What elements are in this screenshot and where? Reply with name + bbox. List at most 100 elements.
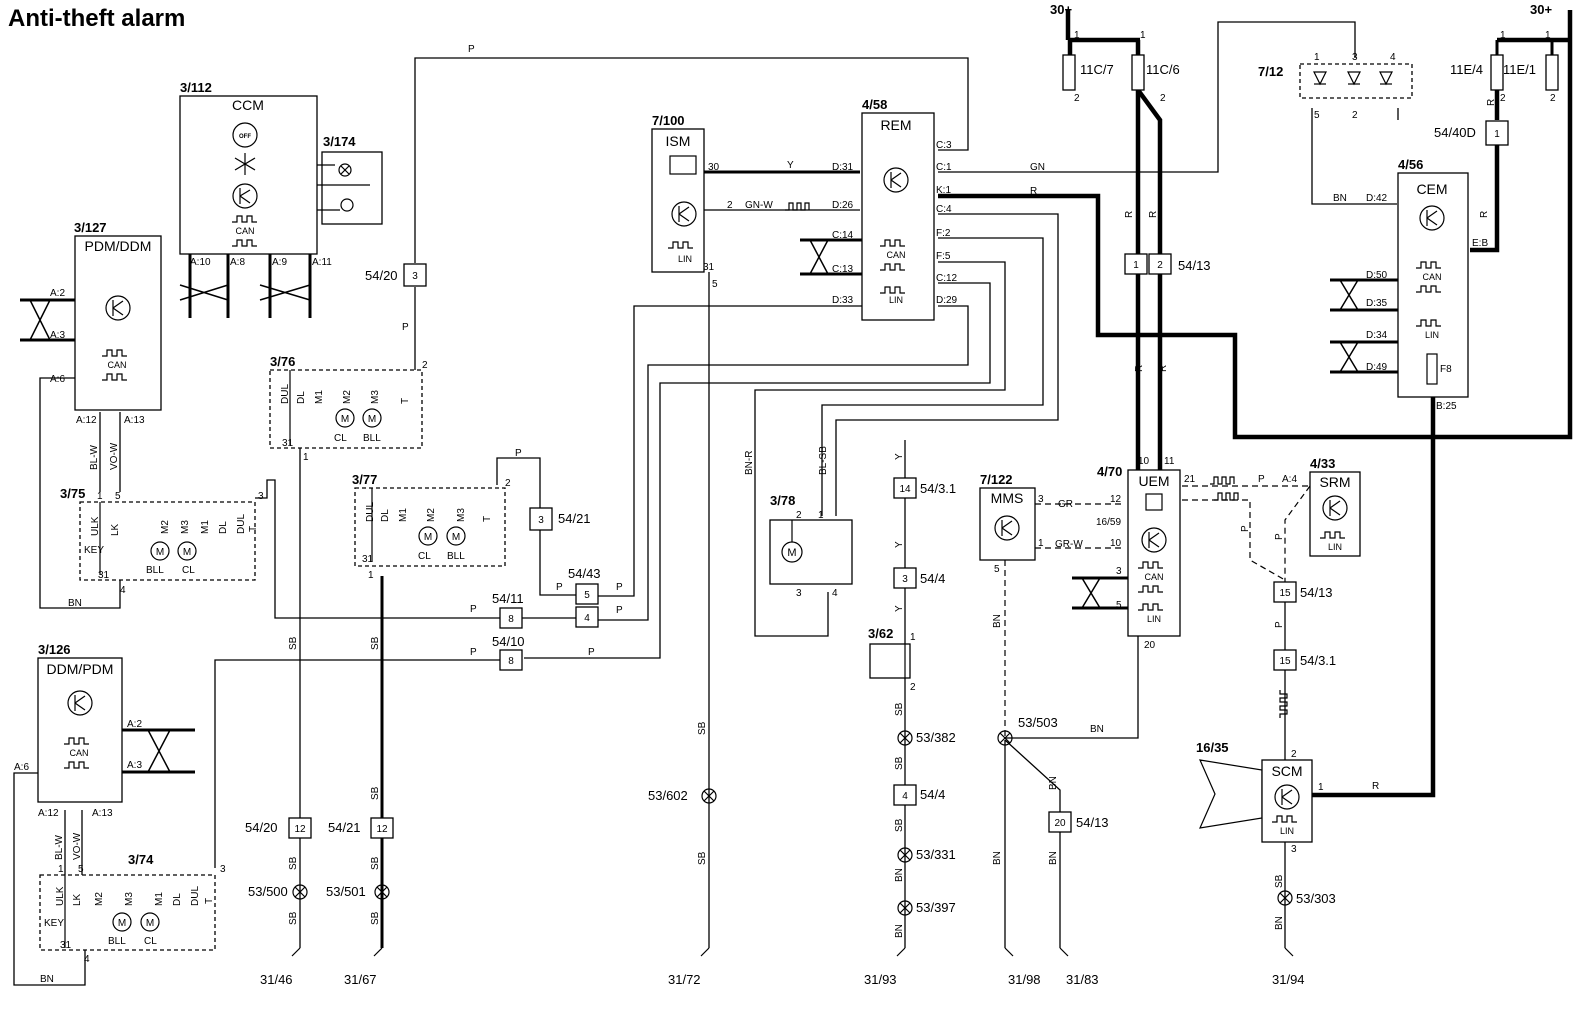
wire-label: SB	[288, 636, 299, 650]
wire-label: R	[1030, 186, 1037, 197]
pin: C:13	[832, 264, 854, 275]
pin: A:8	[230, 257, 245, 268]
wire-label: P	[468, 44, 475, 55]
pin: 11	[1164, 456, 1175, 467]
pin: 1	[97, 491, 103, 502]
pin: F:5	[936, 251, 951, 262]
rem-can-label: CAN	[886, 250, 905, 260]
label: M3	[370, 390, 381, 404]
motor-icon	[418, 526, 438, 546]
fuse-label: 11C/6	[1146, 62, 1180, 77]
splice-label: 53/397	[916, 900, 956, 915]
ground-label: 31/46	[260, 972, 293, 987]
svg-text:M: M	[118, 918, 126, 929]
ground-icon	[700, 947, 710, 957]
siren-icon	[1199, 759, 1263, 829]
label: M2	[342, 390, 353, 404]
wire-label: Y	[894, 541, 905, 548]
pin: 5	[1314, 110, 1320, 121]
lock-unit-3-76: 3/76 DUL DL M1 M2 M3 T M M CL BLL 2 31 1	[269, 354, 428, 463]
wire-label: BL-W	[54, 834, 65, 860]
pin: 31	[60, 940, 72, 951]
label: DL	[380, 509, 391, 522]
wire-label: SB	[894, 702, 905, 716]
pin: 3	[258, 491, 264, 502]
c378-id: 3/78	[770, 493, 795, 508]
fuse-label: 11E/1	[1503, 62, 1536, 77]
fuse-label: 11C/7	[1080, 62, 1114, 77]
connector-label: 54/43	[568, 566, 601, 581]
pin: D:33	[832, 295, 854, 306]
wire-label: SB	[1274, 874, 1285, 888]
label: LK	[110, 523, 121, 536]
pin: 2	[1550, 93, 1556, 104]
srm-module: 4/33 SRM LIN A:4	[1282, 456, 1361, 557]
wire-label: SB	[370, 636, 381, 650]
pin: 12	[294, 824, 306, 835]
pin: 1	[1038, 538, 1044, 549]
pin: D:49	[1366, 362, 1388, 373]
ground-label: 31/72	[668, 972, 701, 987]
can-signal-icon	[102, 349, 127, 357]
ground-label: 31/83	[1066, 972, 1099, 987]
wire-label: BN	[1274, 916, 1285, 930]
splice-icon	[897, 847, 913, 863]
motor-icon	[362, 408, 382, 428]
pin: 3	[1352, 52, 1358, 63]
srm-lin-label: LIN	[1328, 542, 1342, 552]
pin: 3	[412, 271, 418, 282]
wire-label: BN-R	[744, 451, 755, 475]
wire-label: GR	[1058, 499, 1073, 510]
pin: 20	[1144, 640, 1156, 651]
control-unit-icon	[671, 201, 697, 227]
control-unit-icon	[1274, 784, 1300, 810]
svg-text:M: M	[424, 532, 432, 543]
mms-name: MMS	[991, 490, 1024, 506]
lock-unit-3-77: 3/77 DUL DL M1 M2 M3 T M M CL BLL 2 31 1	[352, 472, 511, 581]
wire-label: VO-W	[109, 442, 120, 470]
motor-label: CL	[182, 565, 195, 576]
pin: C:1	[936, 162, 952, 173]
diagram-title: Anti-theft alarm	[8, 5, 185, 32]
wire-label: R	[1479, 211, 1490, 218]
scm-id: 16/35	[1196, 740, 1229, 755]
motor-label: CL	[418, 551, 431, 562]
pin: A:13	[92, 808, 113, 819]
pin: 3	[220, 864, 226, 875]
pin: D:34	[1366, 330, 1388, 341]
pin: A:6	[50, 374, 65, 385]
wire-label: SB	[697, 851, 708, 865]
pin: 5	[712, 279, 718, 290]
fuse-icon	[1131, 54, 1145, 91]
motor-icon	[177, 541, 197, 561]
pin: 2	[1291, 749, 1297, 760]
ground-icon	[896, 947, 906, 957]
control-unit-icon	[994, 515, 1020, 541]
ism-module: 7/100 ISM LIN 30 2 31 Y GN-W 5	[651, 113, 810, 290]
ground-label: 31/98	[1008, 972, 1041, 987]
rem-name: REM	[880, 117, 911, 133]
wire-label: SB	[370, 786, 381, 800]
wire-label: P	[1258, 474, 1265, 485]
cem-id: 4/56	[1398, 157, 1423, 172]
pin: E:B	[1472, 238, 1488, 249]
wire-label: BN	[1090, 724, 1104, 735]
center-column: 14 54/3.1 3 54/4 3/62 1 2 4 54/4 Y Y Y S…	[868, 453, 956, 938]
splice-icon	[997, 730, 1013, 746]
pdm-ddm-module: 3/127 PDM/DDM CAN A:2 A:3 A:6 A:12 A:13 …	[20, 220, 162, 470]
ism-lin-label: LIN	[678, 254, 692, 264]
uem-id: 4/70	[1097, 464, 1122, 479]
ism-id: 7/100	[652, 113, 685, 128]
rem-id: 4/58	[862, 97, 887, 112]
pin: 4	[902, 791, 908, 802]
pin: 2	[727, 200, 733, 211]
splice-icon	[897, 900, 913, 916]
label: T	[248, 526, 259, 532]
wire-label: SB	[894, 818, 905, 832]
svg-text:M: M	[146, 918, 154, 929]
connector-label: 54/13	[1076, 815, 1109, 830]
wire-label: P	[470, 604, 477, 615]
pin: 1	[1133, 260, 1139, 271]
pin: 2	[505, 478, 511, 489]
motor-label: BLL	[108, 936, 126, 947]
